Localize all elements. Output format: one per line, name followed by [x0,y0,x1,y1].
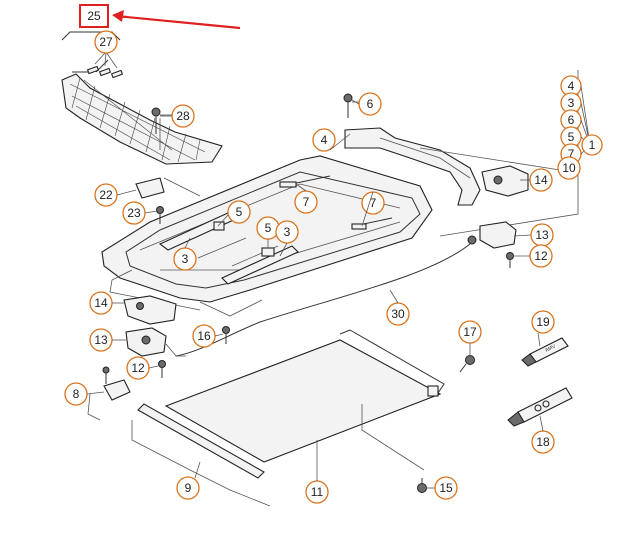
callout-8: 8 [73,387,80,401]
part-screw-17 [459,355,475,373]
callout-11: 11 [311,485,324,499]
part-motor-13-top [467,221,517,249]
callout-6-right: 6 [568,113,575,127]
callout-12-top: 12 [534,249,548,263]
part-rail-4 [344,127,561,206]
part-clips-27 [86,51,124,79]
callout-27: 27 [99,35,113,49]
part-screw-12-left [158,360,166,378]
part-linkage-7 [279,175,393,230]
part-screw-15 [417,478,427,493]
callout-9: 9 [185,481,192,495]
callout-22: 22 [99,188,113,202]
callout-16: 16 [197,329,211,343]
part-bar-9 [131,403,271,507]
tube-label: AMV [544,343,557,353]
callout-4: 4 [321,133,328,147]
callout-25: 25 [87,9,101,23]
callout-15: 15 [439,481,453,495]
part-screw-28 [151,107,172,134]
part-motor-14-top [481,165,536,197]
part-screw-23 [156,206,164,224]
part-sealant-tube-18 [507,387,573,427]
highlight-arrowhead [112,10,124,22]
callout-19: 19 [536,315,550,329]
part-bracket-22 [135,177,201,199]
callout-3-a: 3 [182,252,189,266]
callout-14-top: 14 [534,173,548,187]
part-handle-8 [87,366,131,421]
part-net-25 [61,31,223,165]
leader-right [439,70,579,237]
part-screw-16 [222,326,230,344]
callout-7-a: 7 [303,195,310,209]
callout-10: 10 [562,161,576,175]
callout-5-right: 5 [568,130,575,144]
callout-6: 6 [367,97,374,111]
callout-30: 30 [391,307,405,321]
callout-7-right: 7 [568,147,575,161]
callout-13-top: 13 [535,228,549,242]
callout-7-b: 7 [370,196,377,210]
highlight-box [79,4,109,28]
callout-13-left: 13 [94,333,108,347]
callout-5-b: 5 [265,221,272,235]
callout-28: 28 [176,109,190,123]
callout-3-right: 3 [568,96,575,110]
part-sunshade-11 [164,329,445,471]
part-screw-12-top [506,252,514,268]
highlight-arrow-line [115,14,241,30]
callout-4-right: 4 [568,79,575,93]
highlight-annotation [79,4,241,30]
callout-23: 23 [127,206,141,220]
leader-lines [86,99,544,489]
part-grease-tube-19: AMV [521,337,569,367]
part-motor-14-left [123,295,177,325]
part-motor-13-left [125,327,186,357]
callout-14-left: 14 [94,296,108,310]
callout-12-left: 12 [131,361,145,375]
part-screw-6 [343,93,362,118]
callout-5-a: 5 [236,205,243,219]
callout-18: 18 [536,435,550,449]
callout-1: 1 [589,138,596,152]
callout-3-b: 3 [284,225,291,239]
callout-17: 17 [463,325,477,339]
